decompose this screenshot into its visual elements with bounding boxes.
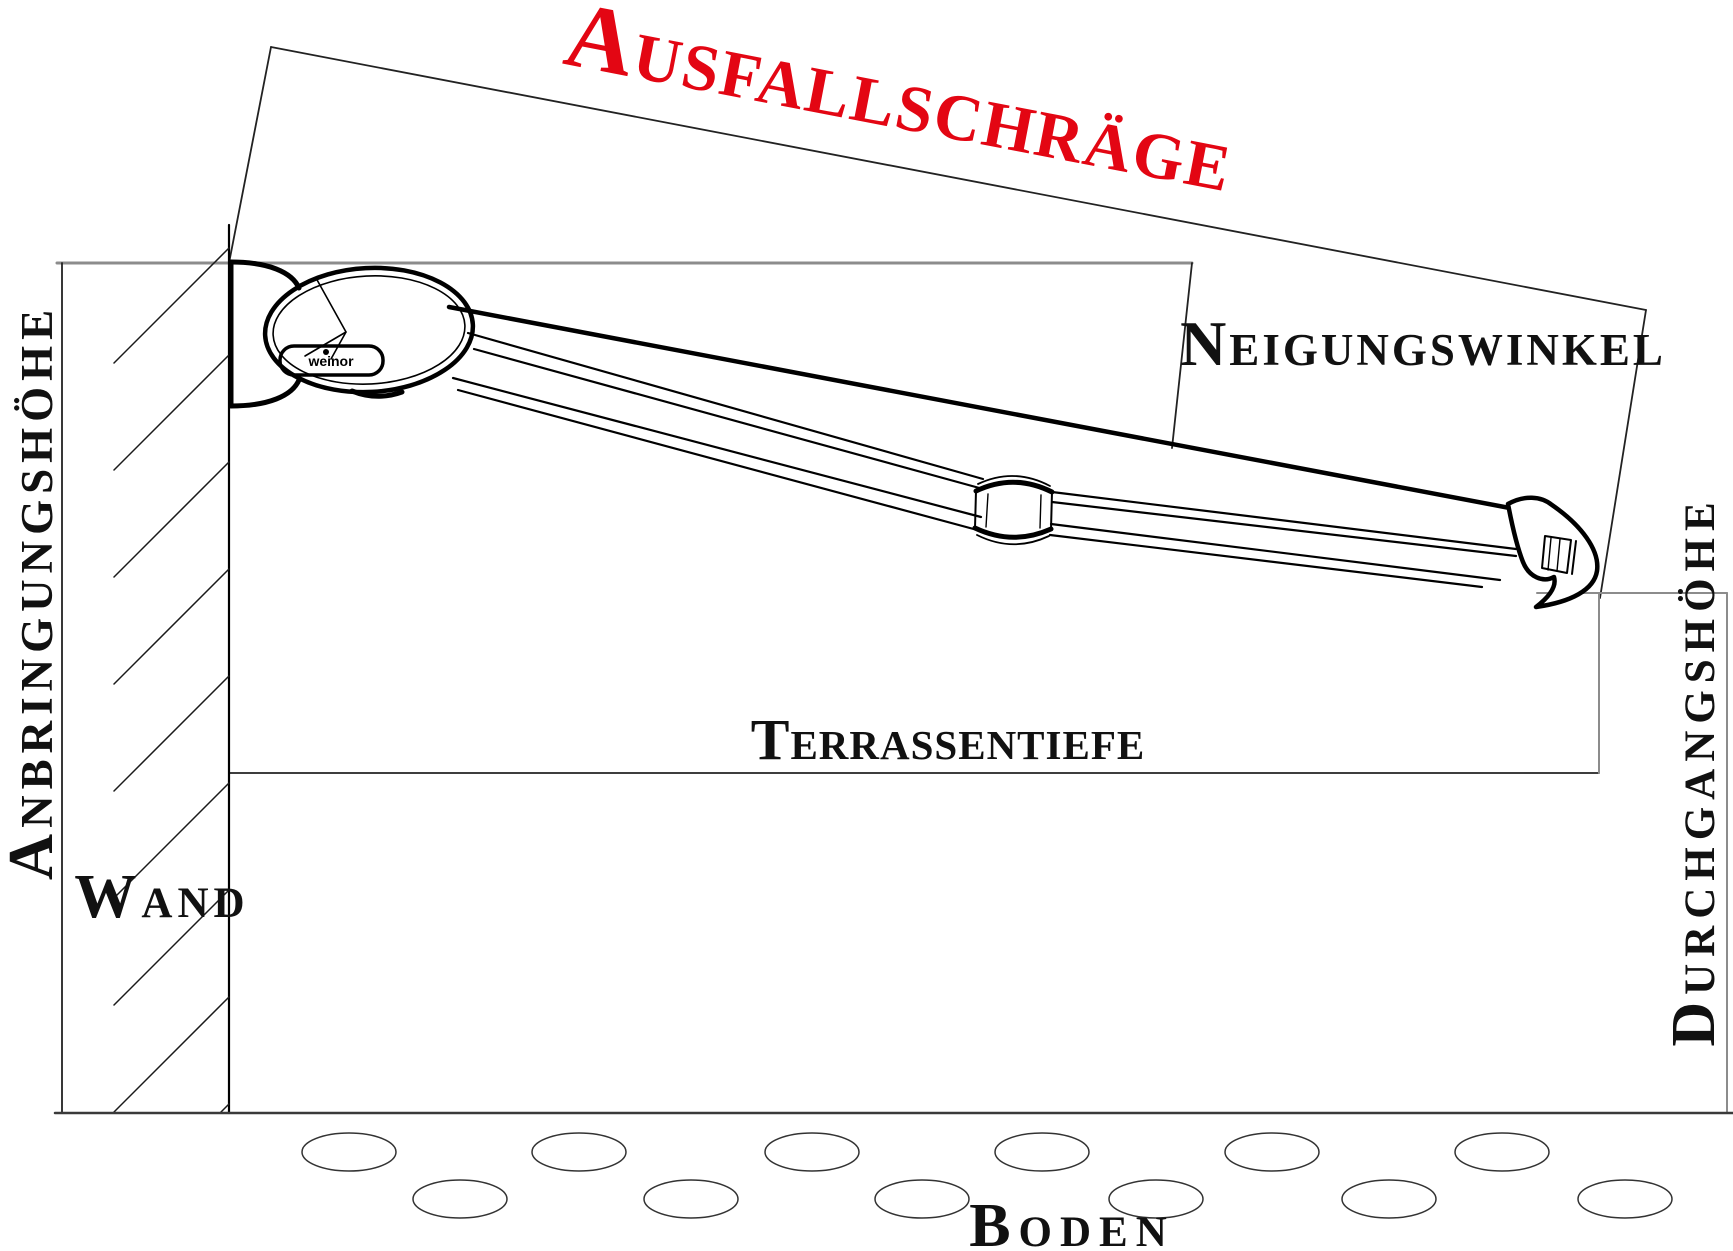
label-neigungswinkel: Neigungswinkel [1180,308,1666,379]
label-wand: Wand [74,863,250,931]
front-profile-hook [1505,495,1600,610]
label-anbringungshoehe: Anbringungshöhe [0,303,66,881]
wall-hatch-lines [113,247,230,1114]
label-durchgangshoehe: Durchgangshöhe [1660,495,1728,1047]
label-boden: Boden [969,1192,1175,1251]
arm-elbow-joint [972,475,1055,546]
floor-stone-ellipses [301,1132,1673,1219]
terrace-depth-dimension-line [228,592,1600,774]
projection-dimension-line [228,46,1647,599]
cassette-bottom-tab [349,388,405,399]
inclination-angle-line [1171,262,1193,449]
cassette-pin-icon [323,349,329,355]
folding-arm-lower-segment [1048,490,1518,589]
brand-logo-text: weinor [308,353,354,369]
awning-cassette [262,265,476,399]
label-terrassentiefe: Terrassentiefe [750,707,1146,772]
cassette-bracket [228,259,302,409]
folding-arm-upper-segment [451,331,985,533]
fabric-top-edge-line [446,304,1518,512]
